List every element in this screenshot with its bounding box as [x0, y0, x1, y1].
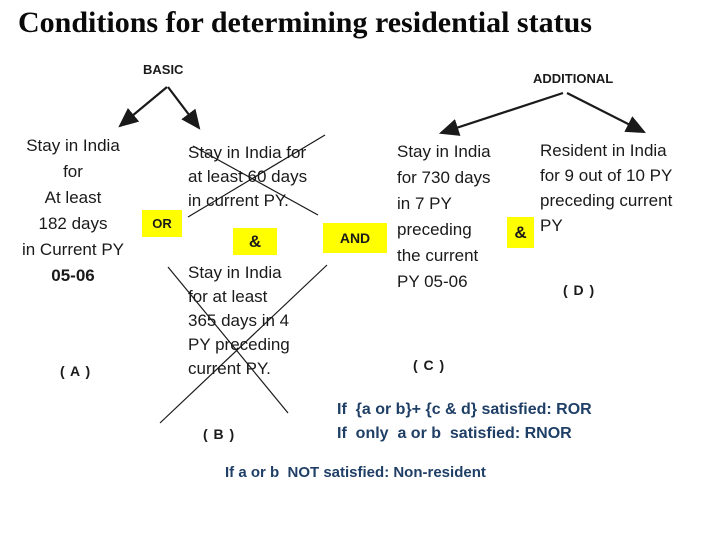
condition-a-block: Stay in India for At least 182 days in C… — [2, 133, 144, 289]
rule-rnor: If only a or b satisfied: RNOR — [337, 425, 572, 442]
condition-b-lower-line: PY preceding — [188, 335, 290, 354]
condition-c-line: the current — [397, 246, 479, 265]
condition-a-line: At least — [44, 188, 102, 207]
condition-a-line: Stay in India — [26, 136, 120, 155]
page-title: Conditions for determining residential s… — [18, 6, 592, 39]
condition-b-tag: ( B ) — [203, 426, 236, 442]
condition-c-tag: ( C ) — [413, 357, 446, 373]
condition-b-lower-line: current PY. — [188, 359, 271, 378]
ampersand-b-highlight: & — [233, 228, 277, 255]
condition-a-line: in Current PY — [21, 240, 125, 259]
condition-d-line: PY — [540, 216, 563, 235]
condition-a-line: for — [63, 162, 83, 181]
or-highlight: OR — [142, 210, 182, 237]
ampersand-cd-highlight: & — [507, 217, 534, 248]
additional-branch-label: ADDITIONAL — [533, 71, 614, 86]
condition-d-line: Resident in India — [540, 141, 667, 160]
condition-b-upper-line: Stay in India for — [188, 143, 307, 162]
condition-c-line: in 7 PY — [397, 194, 452, 213]
condition-b-lower-line: for at least — [188, 287, 268, 306]
condition-c-line: preceding — [397, 220, 472, 239]
condition-d-tag: ( D ) — [563, 282, 596, 298]
condition-a-line: 182 days — [38, 214, 108, 233]
condition-d-line: preceding current — [540, 191, 673, 210]
basic-arrow-left — [118, 86, 168, 128]
condition-b-lower-block: Stay in India for at least 365 days in 4… — [188, 261, 290, 381]
condition-b-lower-line: 365 days in 4 — [188, 311, 290, 330]
additional-arrow-right — [566, 92, 646, 133]
basic-arrow-right — [167, 86, 201, 130]
condition-c-line: PY 05-06 — [397, 272, 468, 291]
rule-ror: If {a or b}+ {c & d} satisfied: ROR — [337, 401, 592, 418]
condition-c-line: Stay in India — [397, 142, 491, 161]
basic-branch-label: BASIC — [143, 62, 184, 77]
condition-b-upper-line: at least 60 days — [188, 167, 308, 186]
condition-b-lower-line: Stay in India — [188, 263, 282, 282]
condition-a-tag: ( A ) — [60, 363, 92, 379]
condition-b-upper-block: Stay in India for at least 60 days in cu… — [188, 141, 307, 213]
condition-b-upper-line: in current PY. — [188, 191, 289, 210]
additional-arrow-left — [438, 91, 564, 136]
condition-d-line: for 9 out of 10 PY — [540, 166, 673, 185]
condition-a-line: 05-06 — [51, 266, 95, 285]
rule-non-resident: If a or b NOT satisfied: Non-resident — [225, 464, 486, 481]
and-highlight: AND — [323, 223, 387, 253]
condition-d-block: Resident in India for 9 out of 10 PY pre… — [540, 138, 672, 238]
condition-c-line: for 730 days — [397, 168, 491, 187]
condition-c-block: Stay in India for 730 days in 7 PY prece… — [397, 139, 491, 295]
